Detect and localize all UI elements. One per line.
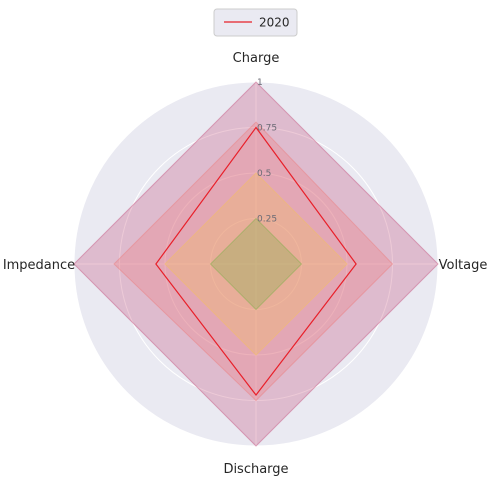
r-tick-label-1: 0.5 <box>257 169 271 179</box>
legend-box <box>213 8 298 37</box>
axis-label-charge: Charge <box>233 51 280 66</box>
radial-tick-labels: 0.25 0.5 0.75 1 <box>257 78 277 225</box>
r-tick-label-2: 0.75 <box>257 124 277 134</box>
band-polygon-1 <box>113 121 394 402</box>
legend-label-2020: 2020 <box>259 16 290 30</box>
series-line-2020 <box>155 126 357 397</box>
axis-label-voltage: Voltage <box>439 258 488 273</box>
legend: 2020 <box>213 8 298 37</box>
band-polygon-2 <box>164 172 348 356</box>
filled-bands <box>73 81 439 447</box>
data-series <box>155 126 357 397</box>
band-polygon-0 <box>73 81 439 447</box>
r-tick-label-0: 0.25 <box>257 215 277 225</box>
r-tick-label-3: 1 <box>257 78 263 88</box>
axis-label-impedance: Impedance <box>3 258 75 273</box>
band-polygon-3 <box>209 217 303 311</box>
axis-label-discharge: Discharge <box>223 462 288 477</box>
